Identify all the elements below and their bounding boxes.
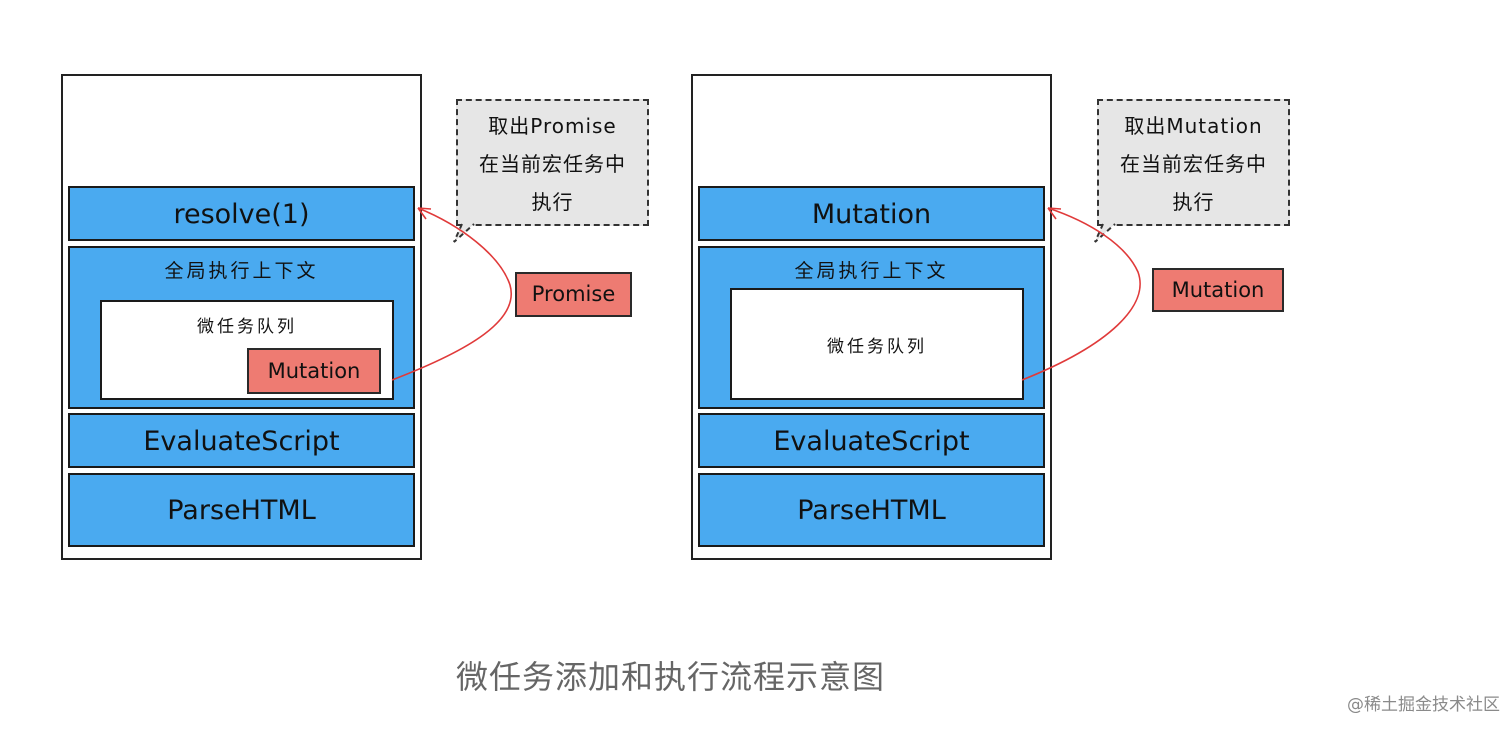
left-flow-arrow [391,207,513,381]
left-note-line-2: 在当前宏任务中 [479,152,626,176]
right-note-bubble: 取出Mutation 在当前宏任务中 执行 [1097,99,1290,226]
right-flow-arrowhead [1047,207,1062,220]
right-global-context-frame: 全局执行上下文 微任务队列 [698,246,1045,409]
left-evaluate-script-label: EvaluateScript [143,426,340,457]
left-global-context-frame: 全局执行上下文 微任务队列 Mutation [68,246,415,409]
right-evaluate-script-label: EvaluateScript [773,426,970,457]
right-note-line-2: 在当前宏任务中 [1120,152,1267,176]
left-global-context-label: 全局执行上下文 [164,260,319,282]
left-queue-mutation-label: Mutation [267,359,361,383]
left-note-bubble: 取出Promise 在当前宏任务中 执行 [456,99,649,226]
left-promise-tag: Promise [515,272,632,317]
left-queue-mutation-item: Mutation [247,348,381,394]
right-note-line-1: 取出Mutation [1124,114,1263,138]
right-mutation-label: Mutation [811,199,932,230]
right-global-context-label: 全局执行上下文 [794,260,949,282]
right-microtask-queue: 微任务队列 [730,288,1024,400]
right-note-line-3: 执行 [1172,190,1215,214]
left-note-line-1: 取出Promise [488,114,617,138]
left-flow-arrowhead [417,207,432,220]
left-evaluate-script-frame: EvaluateScript [68,413,415,468]
left-resolve-label: resolve(1) [173,199,310,230]
left-promise-tag-label: Promise [531,282,616,306]
figure-caption: 微任务添加和执行流程示意图 [456,658,886,696]
left-microtask-queue-label: 微任务队列 [197,317,297,337]
right-parse-html-label: ParseHTML [797,495,946,526]
left-note-line-3: 执行 [531,190,574,214]
right-parse-html-frame: ParseHTML [698,473,1045,547]
left-parse-html-label: ParseHTML [167,495,316,526]
left-microtask-queue: 微任务队列 Mutation [100,300,394,400]
site-watermark: @稀土掘金技术社区 [1347,695,1500,715]
right-evaluate-script-frame: EvaluateScript [698,413,1045,468]
left-resolve-frame: resolve(1) [68,186,415,241]
right-mutation-tag-label: Mutation [1171,278,1265,302]
right-flow-arrow [1021,207,1141,381]
right-mutation-tag: Mutation [1152,268,1284,312]
right-microtask-queue-label: 微任务队列 [827,337,927,357]
left-parse-html-frame: ParseHTML [68,473,415,547]
right-mutation-frame: Mutation [698,186,1045,241]
right-bubble-tail [1094,223,1116,243]
